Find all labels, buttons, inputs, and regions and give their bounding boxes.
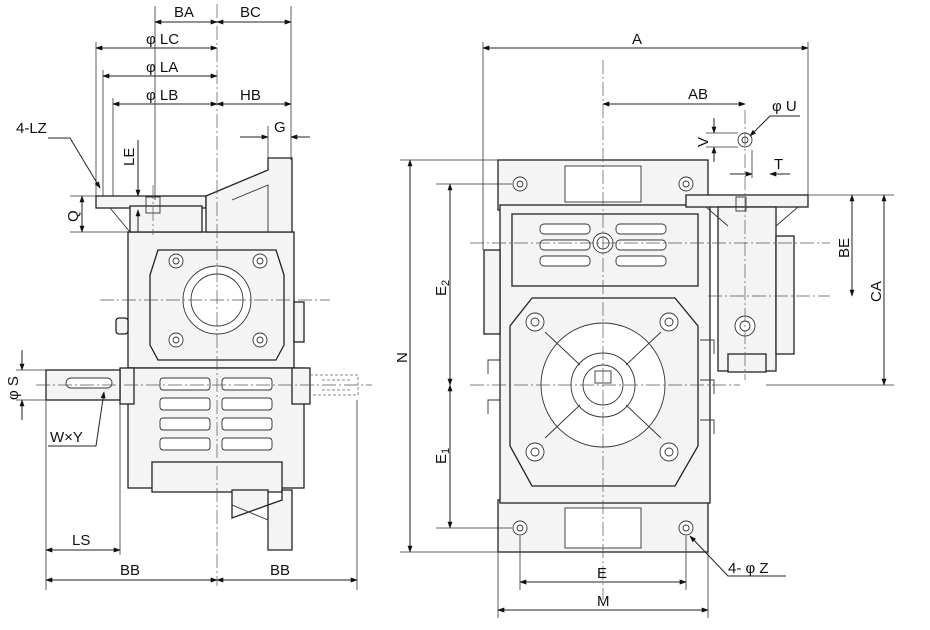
front-cover-bolt <box>659 312 679 332</box>
dim-label-LA: φ LA <box>146 59 178 76</box>
dim-label-E1: E <box>433 454 450 464</box>
front-cover-bolt <box>525 312 545 332</box>
dim-label-N: N <box>394 352 411 363</box>
dim-label-LB: φ LB <box>146 87 178 104</box>
mounting-hole <box>678 176 694 192</box>
dim-label-E: E <box>597 565 607 582</box>
svg-text:E1: E1 <box>433 448 452 464</box>
dim-label-E1-subscript: 1 <box>440 448 452 454</box>
dim-label-LZ: 4-LZ <box>16 120 47 137</box>
dim-label-S: φ S <box>5 376 22 400</box>
front-cover-bolt <box>525 442 545 462</box>
dim-label-LS: LS <box>72 532 90 549</box>
dim-label-HB: HB <box>240 87 261 104</box>
dim-label-BB-left: BB <box>120 562 140 579</box>
svg-text:E2: E2 <box>433 280 452 296</box>
cover-bolt <box>168 253 184 269</box>
dim-label-BB-right: BB <box>270 562 290 579</box>
dim-label-LE: LE <box>121 148 138 166</box>
mounting-hole <box>678 520 694 536</box>
front-view: A AB φ U V T N E2 E1 BE CA E M <box>394 31 894 618</box>
dim-label-E2: E <box>433 286 450 296</box>
dim-label-E2-subscript: 2 <box>440 280 452 286</box>
dim-label-AB: AB <box>688 86 708 103</box>
dim-label-Z: 4- φ Z <box>728 560 769 577</box>
dim-label-CA: CA <box>868 281 885 302</box>
front-view-housing <box>483 132 809 553</box>
dim-label-V: V <box>695 137 712 147</box>
dim-label-BE: BE <box>836 238 853 258</box>
side-view: BA BC φ LC φ LA φ LB HB G 4-LZ LE Q φ S <box>5 4 372 590</box>
dim-label-M: M <box>597 593 610 610</box>
cover-bolt <box>252 253 268 269</box>
side-view-housing <box>45 157 359 551</box>
front-cover-bolt <box>659 442 679 462</box>
dim-label-BC: BC <box>240 4 261 21</box>
dim-label-G: G <box>274 119 286 136</box>
cover-bolt <box>252 332 268 348</box>
mounting-hole <box>512 520 528 536</box>
dim-label-Q: Q <box>65 210 82 222</box>
dim-label-U: φ U <box>772 98 797 115</box>
cover-bolt <box>168 332 184 348</box>
dim-label-A: A <box>632 31 642 48</box>
dim-label-LC: φ LC <box>146 31 179 48</box>
dim-label-T: T <box>774 156 783 173</box>
dim-label-WY: W×Y <box>50 429 83 446</box>
dim-label-BA: BA <box>174 4 194 21</box>
mounting-hole <box>512 176 528 192</box>
